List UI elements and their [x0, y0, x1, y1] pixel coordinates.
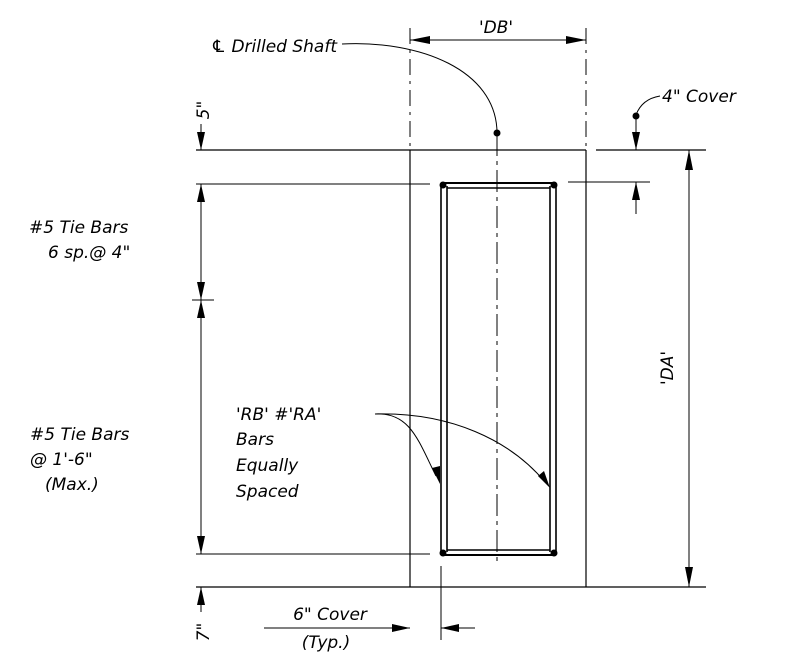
top-cover-leader: [632, 95, 661, 214]
da-dimension: [685, 150, 693, 587]
top-tie-bars-line1: #5 Tie Bars: [29, 218, 129, 238]
bottom-7in-dimension: [197, 587, 205, 612]
db-label: 'DB': [479, 18, 513, 38]
tie-spacing-dimension: [192, 184, 214, 554]
rebar-cage: [439, 181, 558, 557]
side-cover-line1: 6" Cover: [293, 605, 368, 625]
top-5in-dimension: [197, 124, 205, 150]
top-5in-label: 5": [194, 101, 214, 120]
shaft-outline: [196, 149, 706, 588]
db-extension-lines: [409, 28, 587, 150]
centerline-leader: [341, 43, 501, 137]
bars-line2: Bars: [236, 430, 274, 450]
main-tie-bars-line2: @ 1'-6": [30, 450, 93, 470]
bars-leader: [374, 413, 550, 488]
main-tie-bars-line3: (Max.): [45, 475, 99, 495]
bars-line3: Equally: [236, 456, 299, 476]
bottom-7in-label: 7": [194, 623, 214, 642]
side-cover-line2: (Typ.): [302, 633, 350, 653]
bars-line4: Spaced: [236, 482, 299, 502]
db-dimension: [410, 36, 586, 44]
main-tie-bars-line1: #5 Tie Bars: [30, 425, 130, 445]
side-cover-dimension: [264, 566, 475, 640]
da-label: 'DA': [658, 351, 678, 385]
centerline-label: ℄ Drilled Shaft: [211, 37, 339, 57]
top-cover-label: 4" Cover: [662, 87, 737, 107]
top-tie-bars-line2: 6 sp.@ 4": [48, 243, 130, 263]
bars-line1: 'RB' #'RA': [236, 405, 321, 425]
